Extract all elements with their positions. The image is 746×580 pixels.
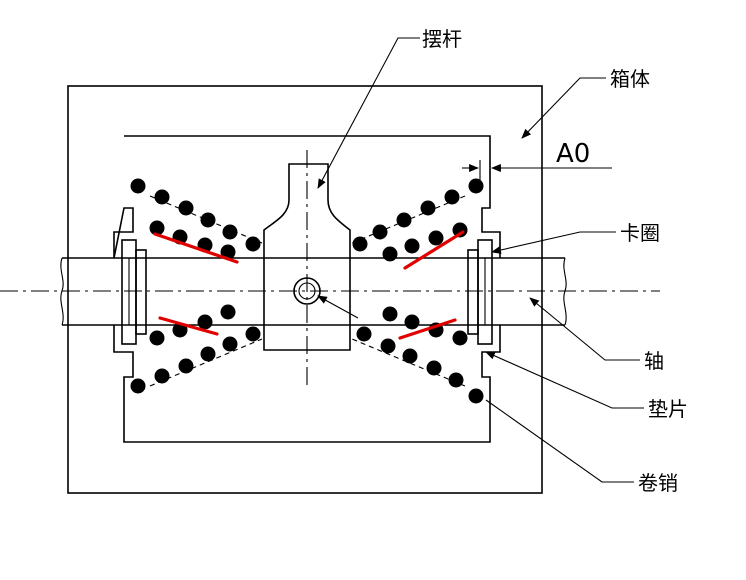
left-washer-stack [121,239,147,345]
gap-label: A0 [556,139,590,169]
leader-retaining-ring: 卡圈 [491,221,660,254]
pivot-pin [293,277,321,305]
coil-pin-ball [220,244,236,260]
shaft-label: 轴 [644,349,664,373]
coil-pin-ball [149,330,165,346]
right-washer-stack [467,239,493,345]
coil-pin-ball [356,326,372,342]
coil-pin-ball [245,326,261,342]
coil-pin-ball [372,224,388,240]
coil-pin-ball [154,368,170,384]
coil-pin-ball [149,220,165,236]
coil-pin-ball [197,314,213,330]
coil-pin-ball [420,200,436,216]
coil-pin-ball [404,238,420,254]
housing-label: 箱体 [610,67,650,91]
coil-pin-balls [130,178,484,404]
coil-pin-ball [426,360,442,376]
coil-pin-ball [200,212,216,228]
coil-pin-ball [448,372,464,388]
washer-label: 垫片 [648,397,688,421]
coil-pin-ball [220,304,236,320]
coil-pin-ball [468,178,484,194]
coil-pin-ball [382,246,398,262]
coil-pin-label: 卷销 [638,471,678,495]
coil-pin-ball [222,336,238,352]
leader-housing: 箱体 [521,67,650,139]
gap-dimension: A0 [462,139,612,182]
leader-shaft: 轴 [529,297,664,373]
coil-pin-ball [382,306,398,322]
coil-pin-ball [200,346,216,362]
coil-pin-ball [380,338,396,354]
coil-pin-ball [154,189,170,205]
coil-pin-ball [444,189,460,205]
coil-pin-ball [452,222,468,238]
coil-pin-ball [404,314,420,330]
coil-pin-ball [130,378,146,394]
coil-pin-ball [352,236,368,252]
swing-rod-label: 摆杆 [422,27,462,51]
housing-cavity [113,135,501,443]
coil-pin-ball [428,230,444,246]
coil-pin-ball [468,388,484,404]
highlight-marks [153,230,465,340]
coil-pin-ball [452,330,468,346]
coil-pin-ball [245,236,261,252]
leader-washer: 垫片 [485,351,688,421]
coil-pin-ball [396,212,412,228]
coil-pin-ball [178,358,194,374]
swing-rod-body [263,163,351,351]
coil-pin-ball [178,200,194,216]
housing-outer [67,85,543,494]
retaining-ring-label: 卡圈 [620,221,660,245]
coil-pin-ball [402,348,418,364]
leader-coil-pin: 卷销 [485,399,678,495]
pivot-leader [317,295,359,319]
coil-pin-ball [222,224,238,240]
coil-pin-ball [130,178,146,194]
leader-swing-rod: 摆杆 [317,27,462,189]
